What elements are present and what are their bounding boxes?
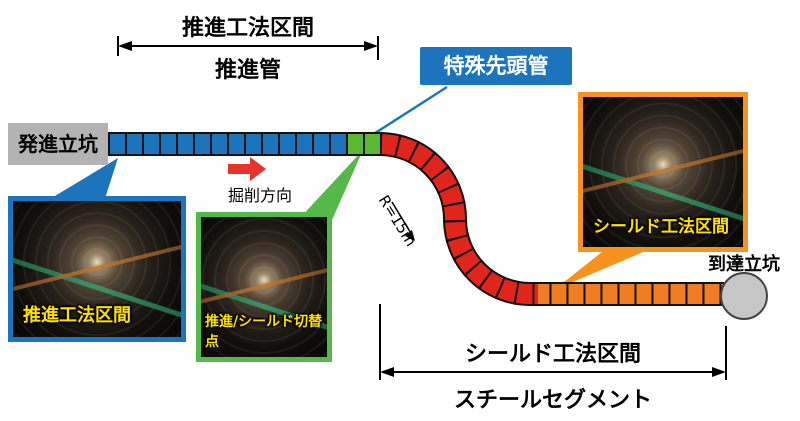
photo-callout-shield: シールド工法区間 [578,92,748,252]
callout-pointer-shield [554,244,662,290]
photo-caption-switch-point: 推進/シールド切替点 [205,314,323,350]
tunnel-photo-jacking [13,201,181,337]
excavation-direction-label: 掘削方向 [227,186,292,205]
photo-caption-jacking: 推進工法区間 [23,305,131,326]
special-head-pipe-label-box: 特殊先頭管 [420,47,572,85]
launch-shaft-box: 発進立坑 [8,123,108,165]
radius-leader-arrowhead [405,230,415,241]
bottom-dim-arrow-right [712,367,726,377]
shield-section-dim-label: シールド工法区間 [464,342,641,367]
excavation-direction-arrow [228,157,266,181]
special-head-pipe-leader-line [368,85,448,139]
jacking-section-dim-label: 推進工法区間 [181,16,314,41]
radius-leader-line [391,201,413,236]
bottom-dim-arrow-left [380,367,394,377]
top-dim-arrow-left [118,41,132,51]
top-dim-arrow-right [364,41,378,51]
steel-segment-label: スチールセグメント [453,388,652,413]
callout-pointer-switch-point [298,150,363,220]
shield-pipe-segment-ticks [379,132,724,306]
photo-callout-jacking: 推進工法区間 [8,196,186,342]
tunnel-photo-switch-point [201,217,327,357]
tunnel-photo-shield [583,97,743,247]
photo-caption-shield: シールド工法区間 [593,217,729,237]
arrival-shaft-label: 到達立坑 [708,254,780,275]
jacking-pipe-label: 推進管 [214,58,281,83]
arrival-shaft-circle [720,272,768,320]
photo-callout-switch-point: 推進/シールド切替点 [196,212,332,362]
